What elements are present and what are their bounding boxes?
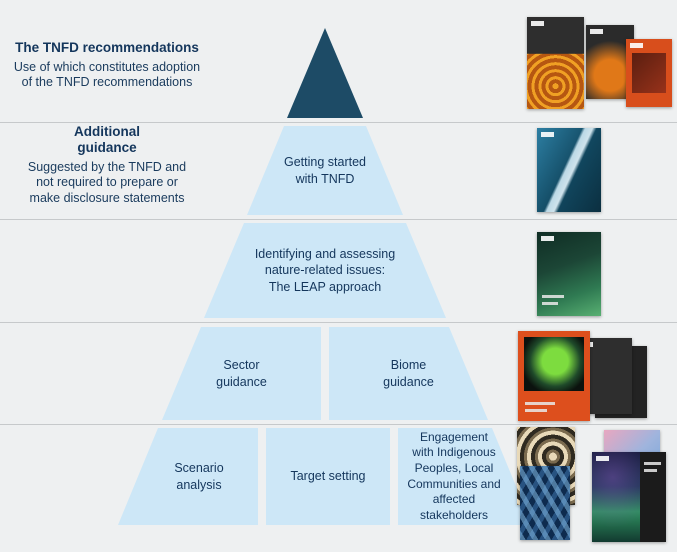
pyramid-block-getting-started: Getting started with TNFD: [247, 126, 403, 215]
pyramid-apex-tnfd-recommendations: [287, 28, 363, 118]
cover-thumbnail-recommendations-1: [527, 17, 584, 109]
block-label: Identifying and assessing nature-related…: [254, 247, 396, 294]
cover-thumbnail-bottom-aurora: [592, 452, 666, 542]
cover-thumbnail-getting-started: [537, 128, 601, 212]
publisher-logo: [541, 132, 554, 137]
block-label: Scenario analysis: [174, 461, 224, 492]
pyramid-block-biome-guidance: Biome guidance: [329, 327, 488, 420]
publisher-logo: [590, 29, 603, 34]
pyramid-block-scenario-analysis: Scenario analysis: [118, 428, 258, 525]
section-title: The TNFD recommendations: [15, 40, 199, 55]
recommendations-section-label: The TNFD recommendations Use of which co…: [0, 40, 214, 91]
cover-text-bar: [542, 295, 564, 298]
block-label: Getting started with TNFD: [284, 155, 366, 186]
section-divider-line: [0, 322, 677, 323]
block-label: Target setting: [290, 469, 366, 484]
section-description: Suggested by the TNFD and not required t…: [27, 159, 187, 205]
cover-inset-image-earth: [524, 337, 584, 391]
block-label: Engagement with Indigenous Peoples, Loca…: [407, 429, 501, 522]
pyramid-block-leap-approach: Identifying and assessing nature-related…: [204, 223, 446, 318]
cover-title-panel: [640, 452, 666, 542]
cover-inset-image: [632, 53, 666, 93]
pyramid-block-engagement: Engagement with Indigenous Peoples, Loca…: [398, 428, 532, 525]
publisher-logo: [630, 43, 643, 48]
cover-thumbnail-bottom-geometric: [520, 466, 570, 540]
cover-thumbnail-recommendations-3: [626, 39, 672, 107]
cover-text-bar: [644, 462, 661, 465]
pyramid-block-sector-guidance: Sector guidance: [162, 327, 321, 420]
section-description: Use of which constitutes adoption of the…: [13, 59, 201, 90]
block-label: Sector guidance: [216, 358, 267, 389]
block-label: Biome guidance: [383, 358, 434, 389]
cover-thumbnail-guidance-front: [518, 331, 590, 421]
section-title: Additional guidance: [74, 124, 140, 155]
publisher-logo: [541, 236, 554, 241]
pyramid-block-target-setting: Target setting: [266, 428, 390, 525]
publisher-logo: [596, 456, 609, 461]
publisher-logo: [531, 21, 544, 26]
cover-text-bar: [542, 302, 558, 305]
section-divider-line: [0, 122, 677, 123]
cover-text-bar: [525, 402, 555, 405]
cover-text-bar: [525, 409, 547, 412]
section-divider-line: [0, 424, 677, 425]
cover-text-bar: [644, 469, 657, 472]
section-divider-line: [0, 219, 677, 220]
additional-guidance-section-label: Additional guidance Suggested by the TNF…: [0, 124, 214, 206]
cover-thumbnail-leap: [537, 232, 601, 316]
